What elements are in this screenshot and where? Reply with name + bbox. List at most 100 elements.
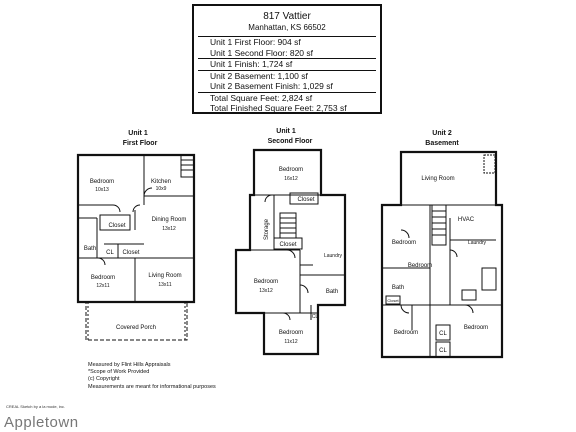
info-line: Unit 2 Basement Finish: 1,029 sf: [210, 81, 333, 91]
door-swing: [282, 312, 291, 321]
room-dimension: 13x12: [162, 226, 176, 232]
door-swing: [400, 229, 410, 239]
room-label: Closet: [108, 223, 125, 229]
room-label: HVAC: [458, 217, 475, 223]
closet-box: [385, 295, 401, 305]
room-label: CL: [439, 348, 447, 354]
stair-box: [279, 212, 297, 239]
room-label: Bath: [84, 246, 96, 252]
first-floor-plan: Unit 1 First Floor Bedroom 10x13 Kitchen…: [76, 130, 196, 341]
interior-walls: [78, 155, 194, 302]
door-swing: [449, 249, 458, 258]
room-dimension: 16x12: [284, 176, 298, 182]
closet-box: [435, 341, 451, 358]
info-line: Unit 1 Second Floor: 820 sf: [210, 47, 314, 58]
divider: [198, 36, 376, 37]
stair-box: [180, 154, 195, 178]
property-info-box: 817 Vattier Manhattan, KS 66502 Unit 1 F…: [192, 4, 382, 114]
floor-title: Second Floor: [268, 138, 313, 145]
note-line: (c) Copyright: [88, 376, 120, 383]
appliance-box: [461, 289, 477, 301]
room-label: Bedroom: [279, 330, 303, 336]
room-label: Bedroom: [279, 167, 303, 173]
exterior-wall: [234, 148, 347, 356]
room-dimension: 10x13: [95, 187, 109, 193]
room-dimension: 13x11: [158, 282, 171, 288]
door-swing: [143, 187, 153, 197]
room-label: Bedroom: [394, 330, 418, 336]
door-swing: [299, 284, 309, 294]
closet-wall: [99, 214, 131, 231]
sketch-copyright: CREAL Sketch by a la mode, inc.: [6, 404, 65, 409]
room-label: Closet: [122, 250, 139, 256]
room-label: Living Room: [148, 273, 181, 279]
door-swing: [112, 204, 121, 213]
closet-box: [289, 192, 319, 205]
room-label: Closet: [279, 242, 296, 248]
room-label: Laundry: [468, 240, 487, 246]
property-address: 817 Vattier: [263, 11, 311, 22]
note-line: *Scope of Work Provided: [88, 369, 150, 376]
room-label: CL: [439, 331, 447, 337]
room-label: Bedroom: [408, 263, 432, 269]
plan-notes: Measured by Flint Hills Appraisals *Scop…: [88, 362, 216, 391]
room-label: CL: [106, 250, 114, 256]
exterior-wall: [380, 150, 504, 359]
room-label: Bath: [326, 289, 338, 295]
basement-plan: Unit 2 Basement Living Room HVAC: [380, 130, 504, 359]
info-line: Unit 1 Finish: 1,724 sf: [210, 59, 293, 69]
room-label: Bedroom: [254, 279, 278, 285]
watermark: Appletown: [4, 414, 79, 431]
closet-box: [435, 324, 451, 341]
property-city: Manhattan, KS 66502: [248, 22, 326, 32]
floor-title: First Floor: [123, 140, 158, 147]
stair-treads: [280, 217, 296, 234]
room-label: Storage: [264, 218, 270, 240]
note-line: Measurements are meant for informational…: [88, 383, 216, 390]
door-swing: [132, 204, 141, 213]
stair-box: [431, 204, 447, 246]
floor-title: Unit 1: [128, 130, 148, 137]
interior-walls: [382, 204, 502, 357]
info-line: Total Finished Square Feet: 2,753 sf: [210, 103, 347, 113]
second-floor-plan: Unit 1 Second Floor Bedroom 16x12 Closet…: [234, 128, 347, 356]
divider: [198, 58, 376, 59]
divider: [198, 69, 376, 71]
room-label: CL: [312, 314, 319, 320]
room-label: Bedroom: [90, 179, 114, 185]
room-dimension: 10x9: [156, 186, 167, 192]
room-dimension: 11x12: [284, 339, 297, 345]
divider: [198, 91, 376, 93]
door-swing: [464, 304, 474, 314]
door-swing: [400, 304, 410, 314]
stair-treads: [181, 159, 194, 171]
room-dimension: 12x11: [96, 283, 109, 289]
room-label: Bedroom: [392, 240, 416, 246]
room-label: Living Room: [421, 176, 454, 182]
stair-treads: [432, 210, 446, 236]
note-line: Measured by Flint Hills Appraisals: [88, 362, 171, 368]
porch-outline: [85, 301, 188, 341]
room-label: Bedroom: [464, 325, 488, 331]
interior-walls: [250, 194, 345, 320]
exterior-wall: [76, 153, 196, 304]
window-well: [483, 154, 496, 174]
info-line: Unit 1 First Floor: 904 sf: [210, 37, 301, 47]
info-line: Unit 2 Basement: 1,100 sf: [210, 70, 308, 81]
appliance-box: [481, 267, 497, 291]
porch-posts: [87, 302, 186, 340]
room-label: Dining Room: [152, 217, 187, 223]
room-label: Bath: [392, 285, 404, 291]
floor-title: Basement: [425, 140, 459, 147]
info-line: Total Square Feet: 2,824 sf: [210, 92, 313, 103]
room-dimension: 13x12: [259, 288, 273, 294]
floor-title: Unit 1: [276, 128, 296, 135]
room-label: Closet: [387, 298, 399, 303]
room-label: Laundry: [324, 253, 343, 259]
room-label: Covered Porch: [116, 325, 156, 331]
room-label: Closet: [297, 197, 314, 203]
door-swing: [264, 194, 273, 203]
door-swing: [97, 257, 106, 266]
